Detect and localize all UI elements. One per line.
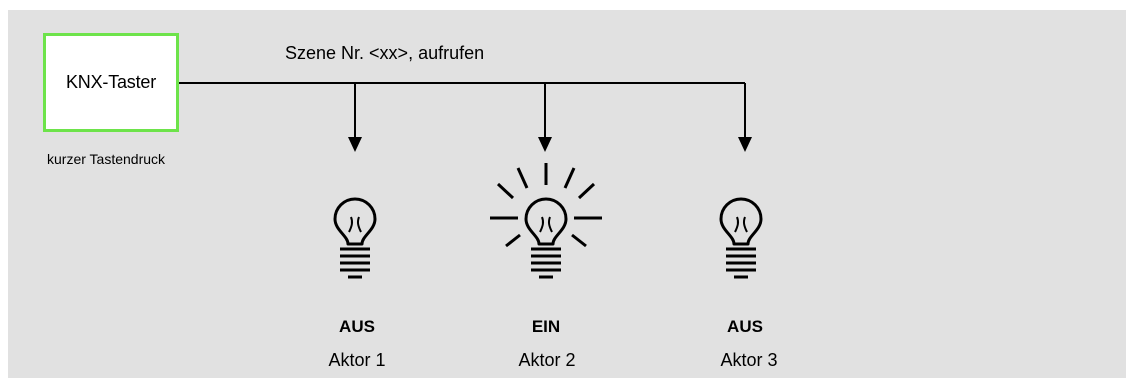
light-bulb-icon bbox=[719, 197, 763, 279]
knx-taster-box: KNX-Taster bbox=[43, 33, 179, 132]
diagram-background bbox=[8, 10, 1126, 378]
arrow-down-icon bbox=[538, 83, 552, 152]
press-caption: kurzer Tastendruck bbox=[47, 151, 166, 167]
actor-1-label: Aktor 1 bbox=[328, 350, 386, 370]
light-bulb-icon bbox=[333, 197, 377, 279]
light-bulb-icon bbox=[490, 163, 602, 279]
actor-2-state: EIN bbox=[531, 317, 561, 336]
actor-1-state: AUS bbox=[339, 317, 375, 336]
knx-taster-label: KNX-Taster bbox=[65, 72, 157, 92]
actor-2-label: Aktor 2 bbox=[518, 350, 576, 370]
actor-3-state: AUS bbox=[727, 317, 763, 336]
arrow-down-icon bbox=[738, 83, 752, 152]
arrow-down-icon bbox=[348, 83, 362, 152]
actor-3-label: Aktor 3 bbox=[720, 350, 778, 370]
telegram-label: Szene Nr. <xx>, aufrufen bbox=[285, 43, 485, 63]
